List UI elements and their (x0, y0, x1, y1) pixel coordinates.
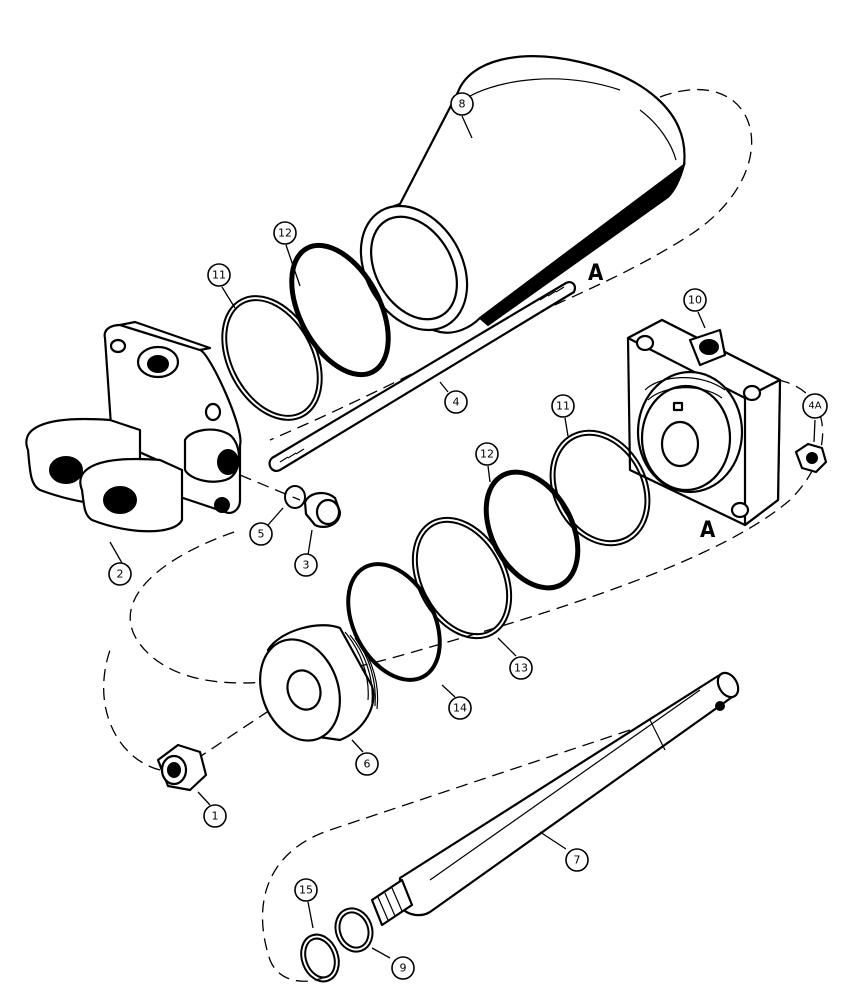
seal-ring-lower-12 (483, 469, 581, 591)
callout-2: 2 (108, 562, 132, 586)
callout-13: 13 (509, 656, 533, 680)
callout-11-upper: 11 (207, 263, 231, 287)
tie-rod (268, 281, 576, 472)
callout-13-label: 13 (514, 662, 528, 675)
piston (259, 624, 379, 742)
piston-rod (370, 671, 740, 927)
nut-4a (794, 442, 828, 474)
callout-1: 1 (203, 804, 227, 828)
callout-15-label: 15 (299, 884, 313, 897)
callout-7-label: 7 (574, 854, 581, 867)
callout-4: 4 (444, 390, 468, 414)
callout-11-upper-label: 11 (212, 269, 226, 282)
callout-8: 8 (450, 92, 474, 116)
reference-mark-top: A (588, 261, 604, 286)
callout-9: 9 (391, 956, 415, 980)
callout-12-lower-label: 12 (480, 448, 494, 461)
callout-4a-label: 4A (808, 401, 821, 412)
callout-14-label: 14 (453, 702, 467, 715)
callout-5: 5 (249, 522, 273, 546)
barrel (359, 55, 686, 334)
callout-2-label: 2 (117, 568, 124, 581)
callout-10-label: 10 (688, 294, 702, 307)
leader-lines (109, 115, 816, 959)
routing-line-rod (262, 699, 721, 982)
callout-12-lower: 12 (475, 442, 499, 466)
callout-11-lower-label: 11 (556, 400, 570, 413)
callout-12-upper: 12 (273, 221, 297, 245)
callout-6-label: 6 (364, 758, 371, 771)
callout-15: 15 (294, 878, 318, 902)
seal-ring-14 (346, 562, 442, 682)
backup-ring-15 (300, 933, 340, 983)
callout-10: 10 (683, 288, 707, 312)
plug (303, 492, 342, 529)
callout-8-label: 8 (459, 98, 466, 111)
piston-nut (156, 743, 208, 792)
routing-line-lower (103, 649, 161, 771)
callout-5-label: 5 (258, 528, 265, 541)
callout-1-label: 1 (212, 810, 219, 823)
callout-3: 3 (294, 553, 318, 577)
routing-line-4a (129, 379, 824, 684)
callout-6: 6 (355, 752, 379, 776)
reference-mark-bottom: A (700, 518, 716, 543)
o-ring-5 (284, 485, 306, 509)
callout-7: 7 (565, 848, 589, 872)
callout-4-label: 4 (453, 396, 460, 409)
callout-3-label: 3 (303, 559, 310, 572)
callout-14: 14 (448, 696, 472, 720)
routing-line-fitting (239, 474, 301, 501)
rod-end-cap (626, 318, 782, 527)
callout-4a: 4A (802, 393, 828, 419)
o-ring-9 (334, 907, 374, 953)
callout-12-upper-label: 12 (278, 227, 292, 240)
backup-ring-13 (411, 516, 513, 640)
routing-line-upper (269, 89, 753, 441)
callout-9-label: 9 (400, 962, 407, 975)
backup-ring-upper-11 (221, 295, 323, 421)
base-end-cap (25, 320, 242, 533)
callout-11-lower: 11 (551, 394, 575, 418)
